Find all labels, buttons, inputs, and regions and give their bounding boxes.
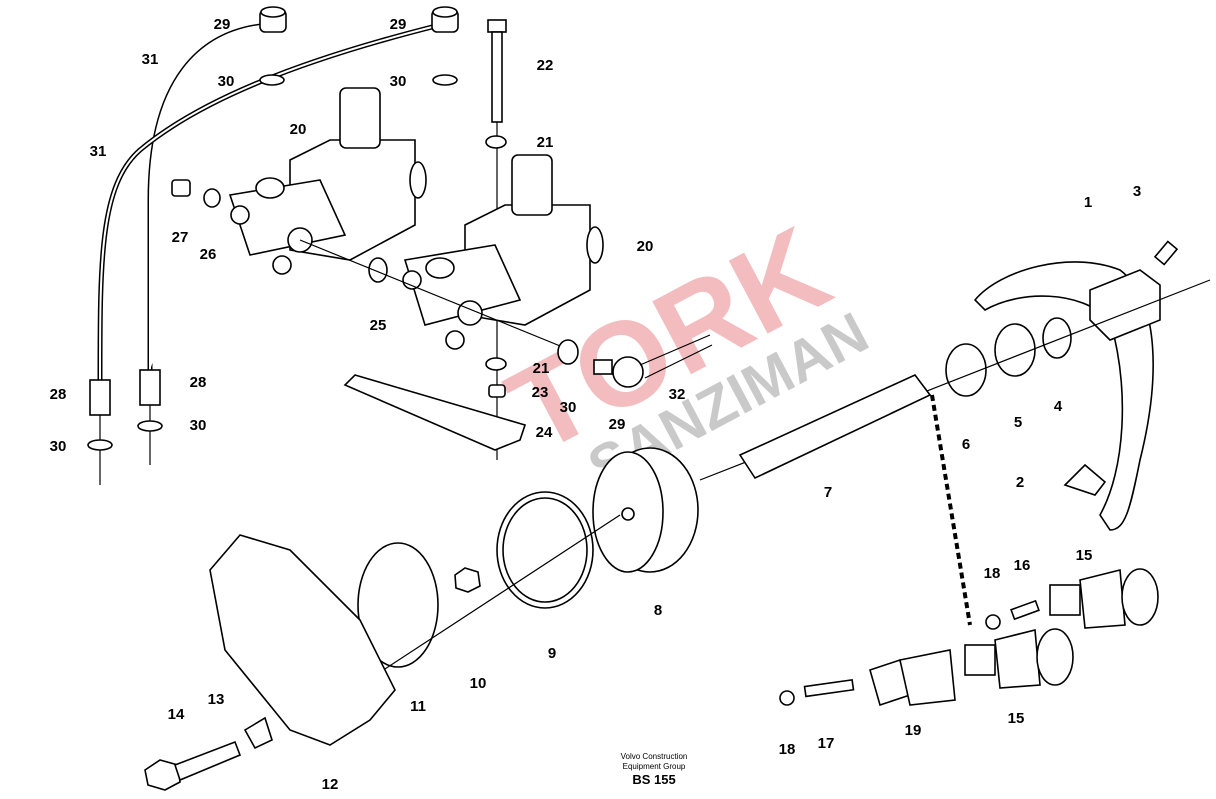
callout-label: 10 (470, 675, 487, 692)
company-line-1: Volvo Construction (620, 752, 688, 761)
banjo-fitting-29a (259, 6, 287, 33)
pipe-32 (639, 334, 713, 379)
callout-label: 20 (290, 121, 307, 138)
banjo-fitting-29c (593, 356, 644, 388)
ball-18a (985, 614, 1001, 630)
o-ring-11 (357, 542, 439, 668)
shaft-7 (738, 374, 932, 480)
callout-label: 22 (537, 57, 554, 74)
o-ring-25 (368, 257, 388, 283)
cover-12 (209, 534, 396, 746)
callout-label: 30 (50, 438, 67, 455)
callout-label: 3 (1133, 183, 1141, 200)
callout-label: 5 (1014, 414, 1022, 431)
sensor-15b (964, 628, 1074, 689)
washer-30d (87, 439, 113, 451)
callout-label: 12 (322, 776, 339, 793)
dashed-line (930, 394, 972, 626)
company-line-2: Equipment Group (622, 762, 686, 771)
callout-label: 19 (905, 722, 922, 739)
callout-label: 11 (410, 698, 426, 715)
fitting-28a (89, 379, 111, 485)
ball-18b (779, 690, 795, 706)
bolt-22 (487, 19, 507, 460)
callout-label: 2 (1016, 474, 1024, 491)
callout-label: 25 (370, 317, 387, 334)
callout-label: 17 (818, 735, 835, 752)
callout-label: 7 (824, 484, 832, 501)
seal-ring-9 (496, 491, 594, 609)
callout-label: 16 (1014, 557, 1031, 574)
callout-label: 29 (390, 16, 407, 33)
callout-label: 28 (190, 374, 207, 391)
banjo-fitting-29b (431, 6, 459, 33)
washer-30b (432, 74, 458, 86)
callout-label: 14 (168, 706, 185, 723)
washer-21b (485, 357, 507, 371)
callout-label: 4 (1054, 398, 1063, 415)
callout-label: 6 (962, 436, 970, 453)
callout-label: 8 (654, 602, 662, 619)
bracket-24 (343, 374, 527, 451)
callout-label: 31 (142, 51, 159, 68)
callout-label: 9 (548, 645, 556, 662)
callout-label: 18 (984, 565, 1001, 582)
pulley-8 (592, 447, 699, 573)
callout-label: 30 (560, 399, 577, 416)
callout-label: 30 (218, 73, 235, 90)
circlip-6 (945, 343, 987, 397)
callout-label: 1 (1084, 194, 1092, 211)
callout-label: 13 (208, 691, 225, 708)
callout-label: 20 (637, 238, 654, 255)
callout-label: 23 (532, 384, 549, 401)
washer-13 (243, 716, 273, 750)
callout-label: 30 (190, 417, 207, 434)
callout-label: 32 (669, 386, 686, 403)
washer-30e (137, 420, 163, 432)
spacer-23 (488, 384, 506, 398)
callout-label: 24 (536, 424, 553, 441)
callout-label: 15 (1076, 547, 1093, 564)
washer-4 (1042, 317, 1072, 359)
callout-label: 21 (537, 134, 554, 151)
callout-label: 31 (90, 143, 107, 160)
washer-30c (557, 339, 579, 365)
solenoid-valve-20a (228, 87, 427, 275)
pipe-31-right-inner (99, 24, 441, 381)
adapter-19 (869, 649, 956, 707)
callout-label: 29 (609, 416, 626, 433)
bolt-14 (144, 740, 242, 791)
washer-30a (259, 74, 285, 86)
callout-label: 30 (390, 73, 407, 90)
washer-26 (203, 188, 221, 208)
callout-label: 29 (214, 16, 231, 33)
fitting-28b (139, 369, 161, 465)
washer-21a (485, 135, 507, 149)
diagram-code: BS 155 (632, 772, 676, 787)
callout-label: 21 (533, 360, 550, 377)
pin-16 (1010, 599, 1040, 621)
pin-17 (803, 678, 855, 698)
callout-label: 28 (50, 386, 67, 403)
company-name: Volvo Construction Equipment Group (594, 752, 714, 772)
screw-3 (1153, 240, 1179, 266)
knob-2 (1063, 463, 1107, 496)
callouts: 29 29 31 30 30 22 20 21 31 27 26 3 1 20 … (50, 16, 1142, 793)
callout-label: 26 (200, 246, 217, 263)
callout-label: 27 (172, 229, 189, 246)
callout-label: 15 (1008, 710, 1025, 727)
nut-10 (454, 567, 481, 593)
callout-label: 18 (779, 741, 796, 758)
washer-5 (994, 323, 1036, 377)
sensor-15a (1049, 568, 1159, 629)
plug-27 (171, 179, 191, 197)
